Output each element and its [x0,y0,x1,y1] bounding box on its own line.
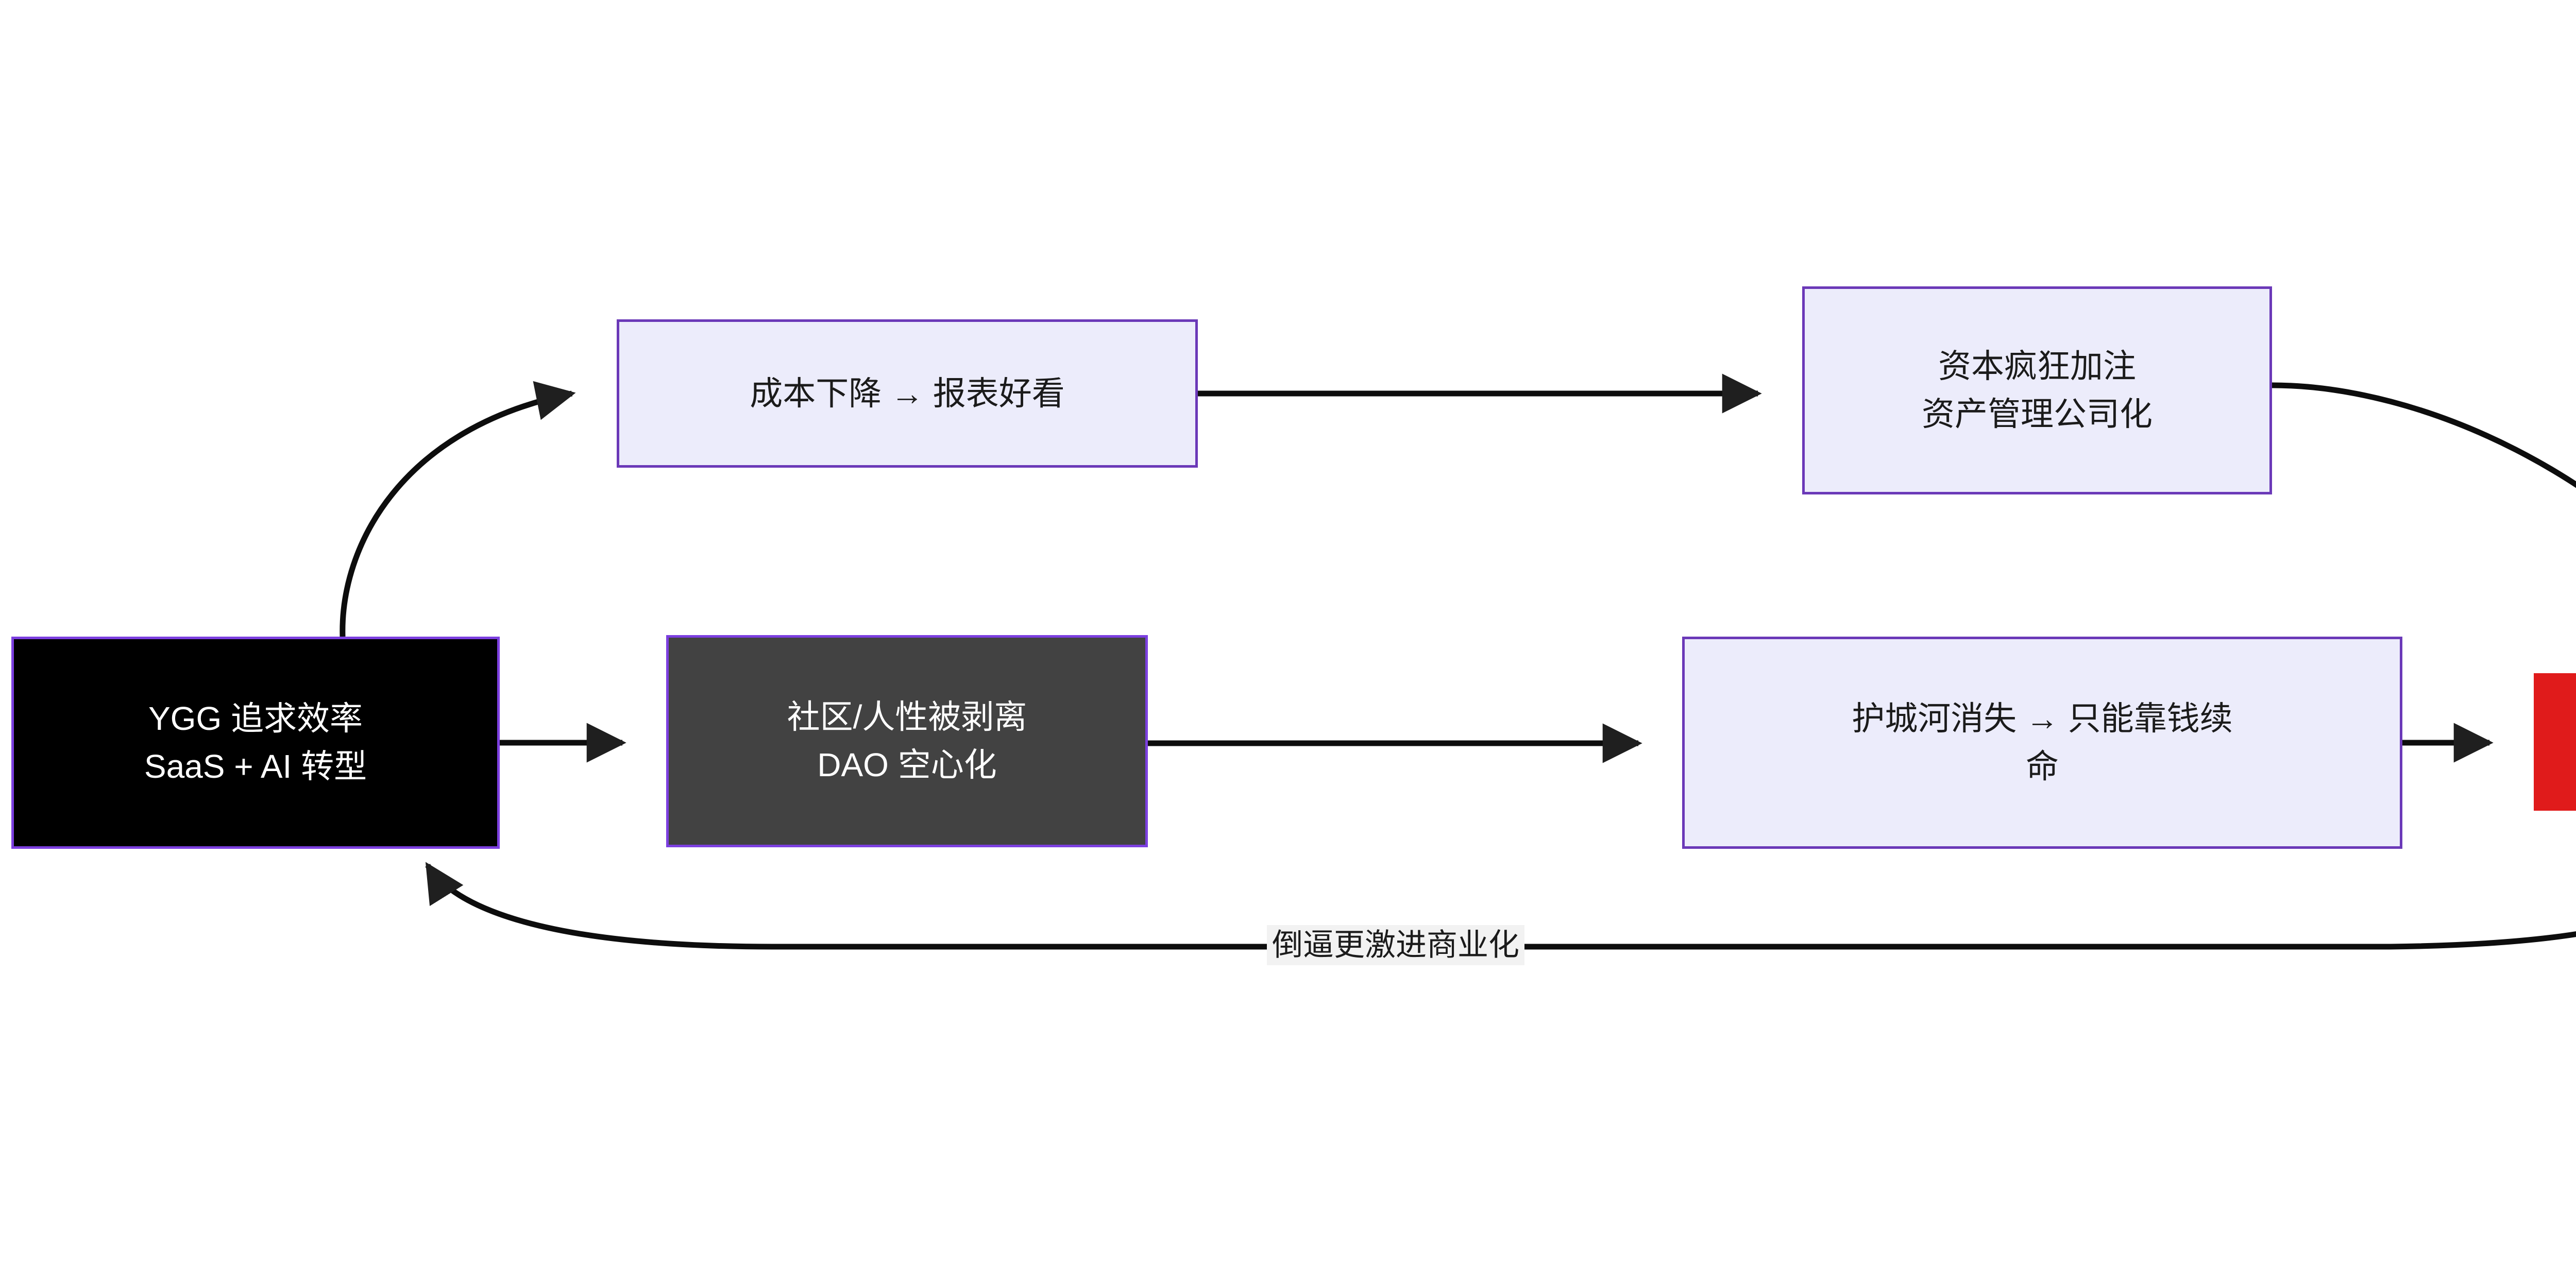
edge-capital-to-regulator [2272,382,2576,488]
node-cost-down-line-1: 成本下降 → 报表好看 [750,374,1065,412]
node-cost-down[interactable]: 成本下降 → 报表好看 [617,319,1198,468]
node-moat-loss-line-2: 命 [2026,748,2059,785]
node-moat-loss[interactable]: 护城河消失 → 只能靠钱续 命 [1682,637,2402,849]
node-ygg-line-2: SaaS + AI 转型 [144,748,367,785]
edge-label-feedback: 倒逼更激进商业化 [1267,925,1524,965]
node-capital-inflow-line-2: 资产管理公司化 [1922,396,2153,433]
node-capital-inflow-line-1: 资本疯狂加注 [1938,348,2136,385]
node-regulatory-target[interactable]: 监管靶子 ↑ → 估值折价 [2534,673,2576,811]
node-ygg[interactable]: YGG 追求效率 SaaS + AI 转型 [11,637,500,849]
node-capital-inflow[interactable]: 资本疯狂加注 资产管理公司化 [1802,286,2272,494]
edge-ygg-to-cost [340,381,576,637]
node-dao-hollowing-line-2: DAO 空心化 [817,746,997,783]
edge-regulator-to-ygg [425,862,2576,950]
node-moat-loss-line-1: 护城河消失 → 只能靠钱续 [1852,700,2233,738]
node-ygg-line-1: YGG 追求效率 [148,700,363,738]
node-dao-hollowing-line-1: 社区/人性被剥离 [787,698,1027,736]
node-dao-hollowing[interactable]: 社区/人性被剥离 DAO 空心化 [666,635,1148,847]
